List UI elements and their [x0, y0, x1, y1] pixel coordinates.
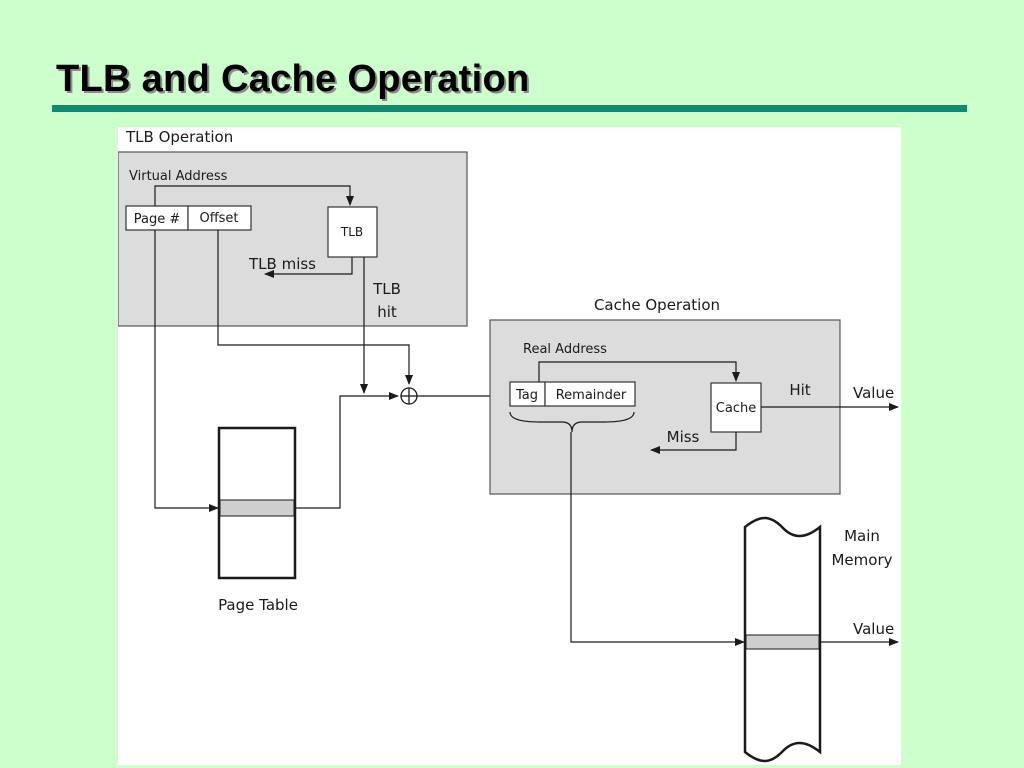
real-address-brace [509, 411, 635, 433]
offset-to-adder-arrow [217, 230, 413, 385]
page-number-to-tlb-arrow [154, 185, 354, 206]
tlb-hit-label-line2: hit [377, 303, 397, 321]
memory-value-label: Value [853, 620, 894, 638]
offset-field-label: Offset [199, 211, 238, 226]
cache-value-label: Value [853, 384, 894, 402]
tlb-section-panel [118, 151, 468, 327]
page-number-to-page-table-arrow [154, 230, 219, 512]
offset-field [187, 205, 252, 231]
page-table-entry [219, 499, 295, 517]
remainder-field-label: Remainder [556, 388, 627, 403]
tag-field-label: Tag [515, 388, 538, 403]
tag-field [509, 381, 546, 407]
slide-title: TLB and Cache Operation [56, 58, 530, 100]
tag-to-cache-arrow [538, 361, 740, 382]
tlb-box [327, 206, 378, 258]
page-number-field [125, 205, 189, 231]
tlb-cache-diagram: TLB Operation Virtual Address Page # Off… [118, 127, 901, 765]
tlb-box-label: TLB [340, 225, 363, 239]
tlb-miss-label: TLB miss [248, 255, 316, 273]
cache-hit-label: Hit [789, 381, 810, 399]
page-number-field-label: Page # [134, 212, 181, 227]
cache-miss-label: Miss [667, 428, 700, 446]
main-memory-label-line1: Main [844, 527, 880, 545]
main-memory-label-line2: Memory [831, 551, 892, 569]
remainder-field [544, 381, 636, 407]
virtual-address-label: Virtual Address [129, 169, 228, 184]
cache-section-title: Cache Operation [594, 296, 720, 314]
page-table-label: Page Table [218, 596, 298, 614]
real-address-label: Real Address [523, 342, 607, 357]
tlb-miss-arrow [264, 257, 353, 278]
tlb-hit-label-line1: TLB [372, 280, 401, 298]
cache-box-label: Cache [716, 401, 756, 416]
cache-miss-arrow [650, 432, 737, 454]
tlb-section-title: TLB Operation [125, 128, 233, 146]
title-divider [52, 105, 967, 112]
real-address-to-main-memory-arrow [570, 432, 745, 646]
main-memory-entry [745, 634, 820, 650]
page-table-to-adder-arrow [295, 392, 399, 509]
